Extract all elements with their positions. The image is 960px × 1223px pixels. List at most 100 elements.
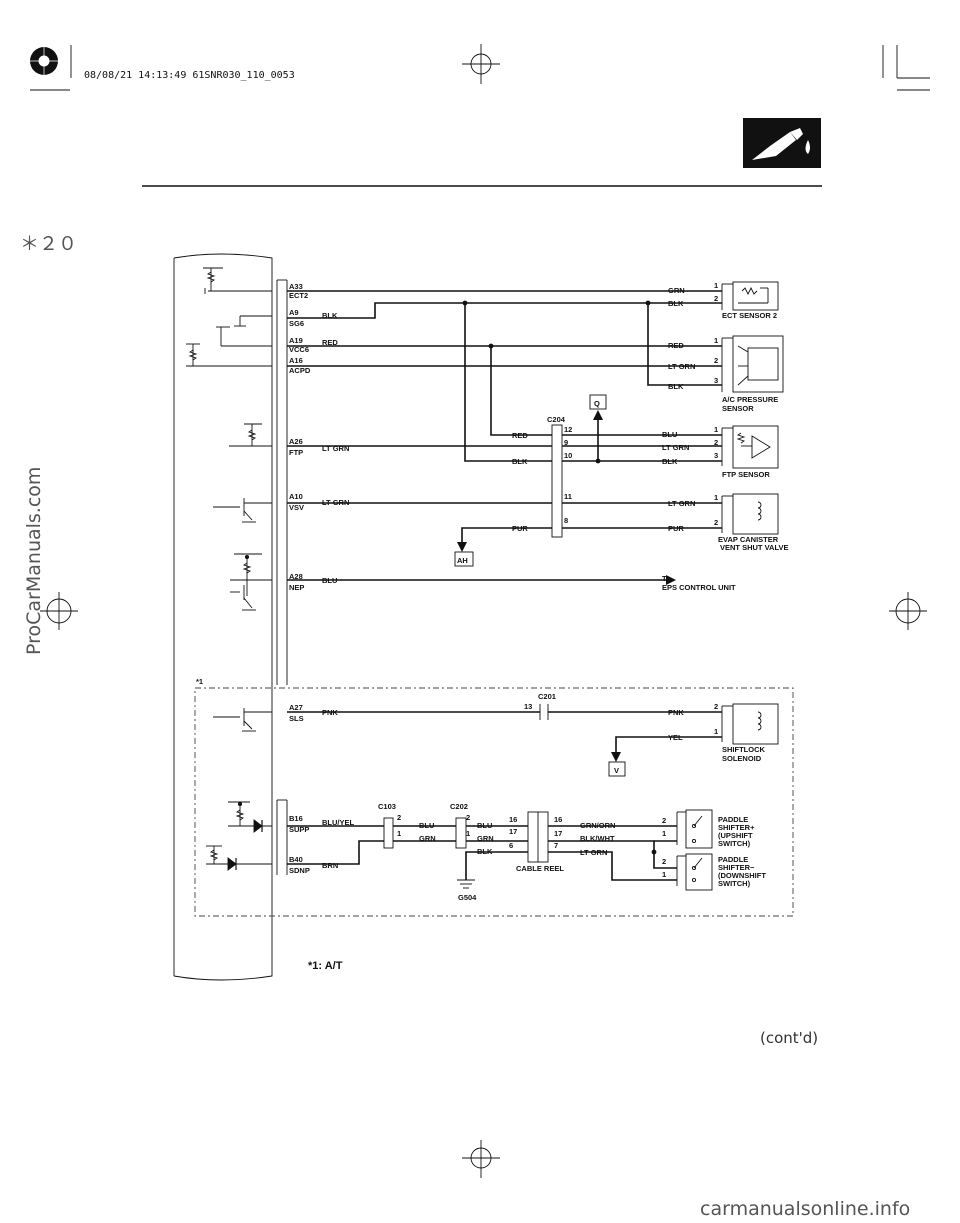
evap-label-2: VENT SHUT VALVE [720, 543, 788, 552]
wire-ltgrn-evap: LT GRN [668, 499, 695, 508]
c204-pin-12: 12 [564, 425, 572, 434]
acp-pin-2: 2 [714, 356, 718, 365]
sls-pin-2: 2 [714, 702, 718, 711]
pin-name-supp: SUPP [289, 825, 309, 834]
ac-pressure-label-1: A/C PRESSURE [722, 395, 778, 404]
ftp-pin-3: 3 [714, 451, 718, 460]
fuel-pump-icon [743, 118, 821, 168]
option-legend: *1: A/T [308, 960, 343, 972]
wire-brn-b40: BRN [322, 861, 338, 870]
wire-yel-sls: YEL [668, 733, 683, 742]
wire-blk-c202: BLK [477, 847, 493, 856]
ref-q: Q [594, 399, 600, 408]
c103-pin-2: 2 [397, 813, 401, 822]
wire-blk-a9: BLK [322, 311, 338, 320]
pin-name-sg6: SG6 [289, 319, 304, 328]
shiftlock-label-1: SHIFTLOCK [722, 745, 765, 754]
wire-ltgrn-a26: LT GRN [322, 444, 349, 453]
wires [287, 290, 722, 881]
ref-boxes: Q AH V [454, 394, 626, 777]
reel-pin-r17: 17 [554, 829, 562, 838]
wire-ltgrn-acp: LT GRN [668, 362, 695, 371]
dn-label-1: PADDLE [718, 855, 748, 864]
c201-pin: 13 [524, 702, 532, 711]
reel-pin-r16: 16 [554, 815, 562, 824]
evap-label-1: EVAP CANISTER [718, 535, 779, 544]
up-label-1: PADDLE [718, 815, 748, 824]
eps-control-unit-label: EPS CONTROL UNIT [662, 583, 736, 592]
evap-pin-2: 2 [714, 518, 718, 527]
reel-pin-r7: 7 [554, 841, 558, 850]
side-mark: ＊２０ [20, 233, 77, 255]
wire-red-a19: RED [322, 338, 338, 347]
shiftlock-solenoid: SHIFTLOCK SOLENOID [721, 703, 779, 763]
evap-canister-vent-valve: EVAP CANISTER VENT SHUT VALVE [718, 493, 788, 552]
wire-grn-c202: GRN [477, 834, 494, 843]
connector-bodies [383, 424, 563, 863]
wire-bluyel-b16: BLU/YEL [322, 818, 355, 827]
pin-a16: A16 [289, 356, 303, 365]
c204-pin-10: 10 [564, 451, 572, 460]
c204-pin-11: 11 [564, 492, 572, 501]
wire-grnorn: GRN/ORN [580, 821, 615, 830]
up-pin-2: 2 [662, 816, 666, 825]
pin-b40: B40 [289, 855, 303, 864]
c204-pin-9: 9 [564, 438, 568, 447]
pin-a33: A33 [289, 282, 303, 291]
ect-sensor-2-label: ECT SENSOR 2 [722, 311, 777, 320]
registration-marks [22, 39, 930, 1178]
ecm-outline [173, 253, 288, 981]
reel-pin-l17: 17 [509, 827, 517, 836]
c202-label: C202 [450, 802, 468, 811]
dn-pin-2: 2 [662, 857, 666, 866]
c204-pin-8: 8 [564, 516, 568, 525]
wire-blk-acp: BLK [668, 382, 684, 391]
c103-label: C103 [378, 802, 396, 811]
wire-blk-ect: BLK [668, 299, 684, 308]
ftp-pin-1: 1 [714, 425, 718, 434]
ect-pin-2: 2 [714, 294, 718, 303]
pin-a28: A28 [289, 572, 303, 581]
dn-label-2: SHIFTER− [718, 863, 755, 872]
ac-pressure-sensor: A/C PRESSURE SENSOR [721, 335, 784, 413]
pin-b16: B16 [289, 814, 303, 823]
ground-label: G504 [458, 893, 477, 902]
wire-blkwht: BLK/WHT [580, 834, 615, 843]
ecm-pin-labels: A33 ECT2 A9 SG6 A19 VCC6 A16 ACPD A26 FT… [289, 282, 311, 875]
component-pin-numbers: 1 2 1 2 3 1 2 3 1 2 2 1 2 1 2 1 [662, 281, 718, 879]
ecm-internal-circuits [186, 267, 272, 871]
pin-name-nep: NEP [289, 583, 304, 592]
wire-blk-ftp: BLK [662, 457, 678, 466]
wire-blu-a28: BLU [322, 576, 337, 585]
shiftlock-label-2: SOLENOID [722, 754, 762, 763]
continued-note: (cont'd) [760, 1029, 818, 1047]
pin-name-vcc6: VCC6 [289, 345, 309, 354]
up-label-2: SHIFTER+ [718, 823, 755, 832]
c103-pin-1: 1 [397, 829, 401, 838]
up-label-3: (UPSHIFT [718, 831, 753, 840]
wire-blk-c204: BLK [512, 457, 528, 466]
dn-pin-1: 1 [662, 870, 666, 879]
evap-pin-1: 1 [714, 493, 718, 502]
c202-pin-1: 1 [466, 829, 470, 838]
pin-name-acpd: ACPD [289, 366, 311, 375]
wire-grn-c103: GRN [419, 834, 436, 843]
wire-red-c204: RED [512, 431, 528, 440]
ect-pin-1: 1 [714, 281, 718, 290]
up-label-4: SWITCH) [718, 839, 751, 848]
print-stamp: 08/08/21 14:13:49 61SNR030_110_0053 [84, 70, 295, 81]
cable-reel-label: CABLE REEL [516, 864, 564, 873]
pin-name-ect2: ECT2 [289, 291, 308, 300]
pin-name-sls: SLS [289, 714, 304, 723]
ftp-sensor: FTP SENSOR [721, 425, 779, 479]
pin-a9: A9 [289, 308, 299, 317]
wire-ltgrn-dn: LT GRN [580, 848, 607, 857]
wire-pnk-sls: PNK [668, 708, 684, 717]
pin-a27: A27 [289, 703, 303, 712]
eps-to-label: To [662, 574, 671, 583]
wire-ltgrn-ftp: LT GRN [662, 443, 689, 452]
pin-a26: A26 [289, 437, 303, 446]
sls-pin-1: 1 [714, 727, 718, 736]
reel-pin-l16: 16 [509, 815, 517, 824]
